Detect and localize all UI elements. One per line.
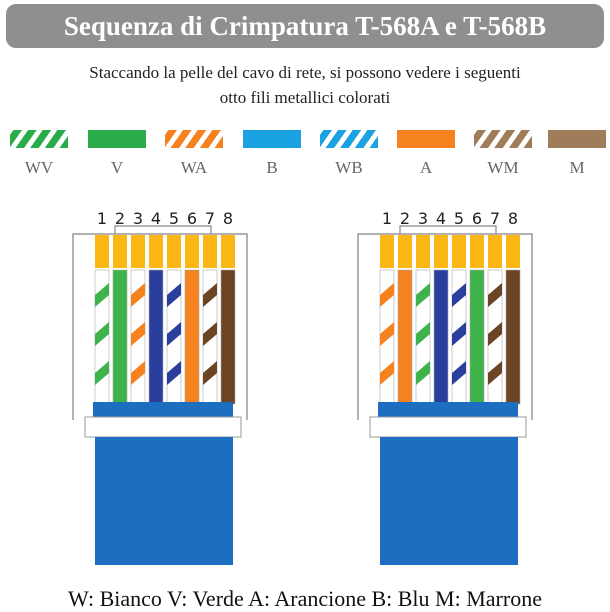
contact-pin <box>380 235 394 268</box>
contact-pin <box>113 235 127 268</box>
cable-jacket <box>95 437 233 565</box>
wire-wa <box>379 269 395 405</box>
legend-label: WB <box>335 158 363 177</box>
pin-number: 3 <box>133 209 143 228</box>
legend-label: V <box>110 158 124 177</box>
legend-label: WA <box>180 158 208 177</box>
legend-swatch <box>243 130 301 148</box>
contact-pin <box>131 235 145 268</box>
pin-number: 2 <box>115 209 125 228</box>
pin-number: 6 <box>187 209 197 228</box>
pin-number: 4 <box>436 209 446 228</box>
legend-swatch <box>397 130 455 148</box>
wire-wv <box>94 269 110 405</box>
legend-item-wa: WA <box>164 130 224 178</box>
pair-bracket <box>114 225 212 234</box>
legend-label: WM <box>487 158 519 177</box>
legend-item-v: V <box>87 130 147 178</box>
contact-pin <box>488 235 502 268</box>
plug-outline <box>72 233 248 420</box>
subtitle-line-1: Staccando la pelle del cavo di rete, si … <box>89 63 521 82</box>
wire-wb <box>166 269 182 405</box>
pin-number: 8 <box>508 209 518 228</box>
pin-number: 5 <box>454 209 464 228</box>
wire-v <box>469 269 485 405</box>
contact-pin <box>470 235 484 268</box>
wire-a <box>397 269 413 405</box>
legend-item-a: A <box>396 130 456 178</box>
wire-wb <box>451 269 467 405</box>
wire-v <box>112 269 128 405</box>
contact-pin <box>434 235 448 268</box>
subtitle-line-2: otto fili metallici colorati <box>219 88 391 107</box>
pin-number: 7 <box>490 209 500 228</box>
legend-item-b: B <box>242 130 302 178</box>
contact-pin <box>416 235 430 268</box>
jacket-band <box>93 402 233 418</box>
legend-label: A <box>419 158 433 177</box>
pin-number: 8 <box>223 209 233 228</box>
pair-bracket <box>399 225 497 234</box>
pin-number: 1 <box>382 209 392 228</box>
pin-number: 4 <box>151 209 161 228</box>
pin-number: 3 <box>418 209 428 228</box>
contact-pin <box>167 235 181 268</box>
legend-swatch <box>474 130 532 148</box>
legend-swatch <box>165 130 223 148</box>
legend-label: B <box>266 158 278 177</box>
contact-pin <box>221 235 235 268</box>
pin-number: 1 <box>97 209 107 228</box>
legend-item-wb: WB <box>319 130 379 178</box>
color-key-footer: W: Bianco V: Verde A: Arancione B: Blu M… <box>68 586 542 611</box>
wire-m <box>505 269 521 405</box>
contact-pin <box>506 235 520 268</box>
contact-pin <box>452 235 466 268</box>
cable-jacket <box>380 437 518 565</box>
legend-item-m: M <box>547 130 607 178</box>
legend-swatch <box>548 130 606 148</box>
wire-b <box>433 269 449 405</box>
wire-a <box>184 269 200 405</box>
wire-wm <box>487 269 503 405</box>
legend-label: WV <box>24 158 54 177</box>
wire-m <box>220 269 236 405</box>
crimp-bar <box>84 416 242 438</box>
legend-item-wv: WV <box>9 130 69 178</box>
contact-pin <box>149 235 163 268</box>
pin-number: 5 <box>169 209 179 228</box>
crimp-bar <box>369 416 527 438</box>
wire-wv <box>415 269 431 405</box>
wire-wa <box>130 269 146 405</box>
legend-item-wm: WM <box>473 130 533 178</box>
legend-swatch <box>88 130 146 148</box>
contact-pin <box>185 235 199 268</box>
legend-label: M <box>569 158 585 177</box>
wire-b <box>148 269 164 405</box>
contact-pin <box>95 235 109 268</box>
plug-outline <box>357 233 533 420</box>
page-title: Sequenza di Crimpatura T-568A e T-568B <box>6 4 604 48</box>
contact-pin <box>203 235 217 268</box>
legend-swatch <box>320 130 378 148</box>
pin-number: 2 <box>400 209 410 228</box>
legend-swatch <box>10 130 68 148</box>
pin-number: 6 <box>472 209 482 228</box>
contact-pin <box>398 235 412 268</box>
jacket-band <box>378 402 518 418</box>
pin-number: 7 <box>205 209 215 228</box>
wire-wm <box>202 269 218 405</box>
